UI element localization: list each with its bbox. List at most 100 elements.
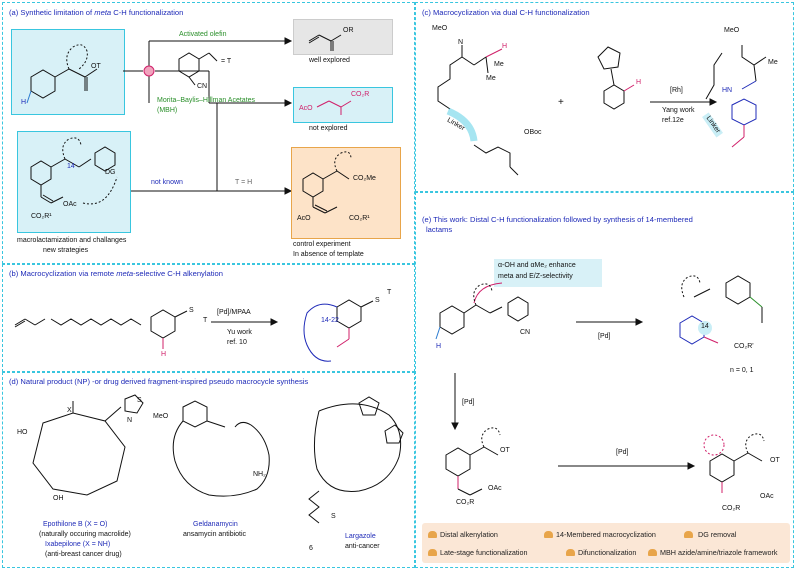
title-suffix: C-H functionalization: [111, 8, 184, 17]
control-box: [291, 147, 401, 239]
panel-b-ref-1: Yu work: [227, 329, 252, 336]
panel-e: (e) This work: Distal C-H functionalizat…: [415, 192, 794, 568]
gel-label-2: ansamycin antibiotic: [183, 531, 247, 538]
panel-e-title-2: lactams: [426, 225, 453, 234]
e-pd-3: [Pd]: [616, 449, 629, 456]
e-int-oac: OAc: [488, 485, 502, 492]
epo-label-2: (naturally occuring macrolide): [39, 531, 131, 538]
legend-icon-5: [566, 549, 575, 556]
note-line-2: meta and E/Z-selectivity: [498, 273, 573, 280]
panel-b-conditions: [Pd]/MPAA: [217, 309, 251, 316]
branch-arrows: [115, 37, 293, 195]
mbh-acetate-box: [293, 87, 393, 123]
panel-e-product-macrocycle: [679, 275, 763, 345]
panel-e-right-arrow: [576, 318, 644, 326]
legend-item-5: Difunctionalization: [578, 548, 637, 557]
panel-e-bottom-arrow: [558, 462, 696, 470]
panel-e-title-1: (e) This work: Distal C-H functionalizat…: [422, 215, 693, 224]
e-n-label: n = 0, 1: [730, 367, 754, 374]
product-t: T: [387, 289, 392, 296]
panel-b-substrate: [14, 309, 188, 349]
title-meta: meta: [94, 8, 112, 17]
dioxazolone-structure: [597, 46, 635, 110]
substrate-highlight: [11, 29, 125, 115]
co2me-label: CO₂Me: [353, 175, 376, 182]
mbh-label-1: Morita–Baylis–Hillman Acetates: [157, 97, 256, 104]
e-prod-co2r-prime: CO₂R': [734, 343, 754, 350]
legend-icon-4: [428, 549, 437, 556]
aco-label: AcO: [299, 105, 313, 112]
title-meta: meta: [116, 269, 134, 278]
c-h: H: [502, 43, 508, 50]
panel-d-title: (d) Natural product (NP) -or drug derive…: [9, 377, 309, 386]
c-hn: HN: [722, 87, 733, 94]
legend-item-3: DG removal: [698, 530, 737, 539]
epo-ho: HO: [17, 429, 28, 436]
panel-c-substrate: [437, 45, 519, 176]
feature-legend: [422, 523, 790, 563]
ring-14-circle: [698, 321, 712, 335]
selectivity-note-box: [494, 259, 602, 287]
mbh-t: = T: [221, 58, 232, 65]
epo-label-4: (anti-breast cancer drug): [45, 551, 122, 558]
ring-14-label: 14: [67, 163, 75, 170]
co2r1-label: CO₂R¹: [31, 213, 52, 220]
co2r-label: CO₂R: [351, 91, 370, 98]
panel-b-ref-2: ref. 10: [227, 339, 247, 346]
macrocycle-structure: [30, 137, 118, 205]
c-prod-meo: MeO: [724, 27, 740, 34]
epo-label-1: Epothilone B (X = O): [43, 521, 108, 528]
panel-b-product: [303, 299, 374, 362]
control-structure: [302, 151, 352, 214]
so2t-label: S: [189, 307, 194, 314]
c-rh: [Rh]: [670, 87, 683, 94]
legend-icon-6: [648, 549, 657, 556]
substrate-structure: [26, 44, 98, 104]
e-int-ot: OT: [500, 447, 510, 454]
epo-oh: OH: [53, 495, 64, 502]
gel-nh2: NH₂: [253, 471, 266, 478]
panel-d: (d) Natural product (NP) -or drug derive…: [2, 372, 415, 568]
gel-label-1: Geldanamycin: [193, 521, 238, 528]
panel-a-title: (a) Synthetic limitation of meta C-H fun…: [9, 8, 183, 17]
control-text-2: In absence of template: [293, 251, 364, 258]
title-suffix: -selective C-H alkenylation: [133, 269, 223, 278]
legend-item-2: 14-Membered macrocyclization: [556, 530, 656, 539]
geldanamycin-structure: [172, 400, 270, 497]
dg-label: DG: [105, 169, 116, 176]
e-fin-oac: OAc: [760, 493, 774, 500]
substrate-h: H: [21, 99, 27, 106]
control-text-1: control experiment: [293, 241, 351, 248]
c-prod-me: Me: [768, 59, 778, 66]
well-explored-label: well explored: [309, 57, 350, 64]
macro-text-1: macrolactamization and challanges: [17, 237, 127, 244]
e-fin-co2r: CO₂R: [722, 505, 741, 512]
mbh-acetate-structure: [316, 100, 352, 115]
panel-c-arrow: [650, 98, 718, 106]
epo-label-3: Ixabepilone (X = NH): [45, 541, 111, 548]
mbh-label-2: (MBH): [157, 107, 178, 114]
t-eq-h-label: T = H: [235, 179, 253, 186]
panel-c-product: [705, 45, 767, 148]
largazole-structure: [308, 396, 404, 524]
oac-label: OAc: [63, 201, 77, 208]
control-aco-label: AcO: [297, 215, 311, 222]
acrylate-box: [293, 19, 393, 55]
panel-b-arrow: [211, 318, 279, 326]
c-me-2: Me: [486, 75, 496, 82]
dioxazolone-h: H: [636, 79, 642, 86]
legend-item-6: MBH azide/amine/triazole framework: [660, 548, 778, 557]
mbh-cn: CN: [197, 83, 208, 90]
c-me-1: Me: [494, 61, 504, 68]
t-label: T: [203, 317, 208, 324]
mbh-reagent-structure: [178, 52, 218, 86]
epo-n: N: [127, 417, 133, 424]
c-ref-2: ref.12e: [662, 117, 684, 124]
e-cn: CN: [520, 329, 531, 336]
c-ref-1: Yang work: [662, 107, 695, 114]
substrate-ot: OT: [91, 63, 101, 70]
panel-e-final: [703, 433, 765, 493]
legend-icon-1: [428, 531, 437, 538]
legend-icon-2: [544, 531, 553, 538]
c-meo: MeO: [432, 25, 448, 32]
